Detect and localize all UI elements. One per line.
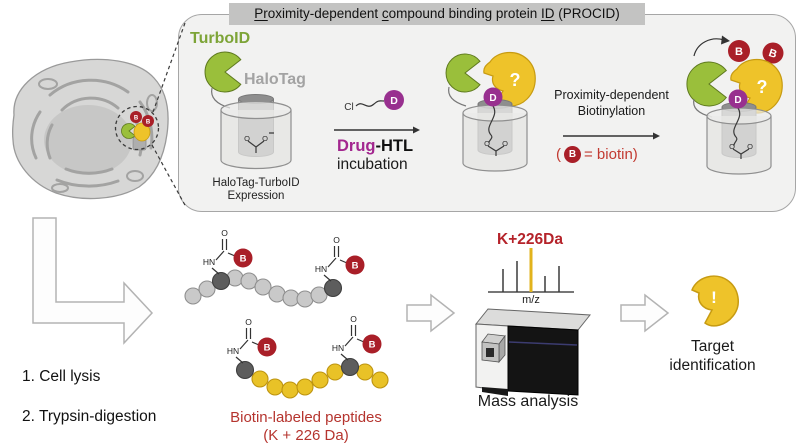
svg-text:O: O xyxy=(484,139,490,148)
biotinylation-arrow xyxy=(563,132,660,140)
title-seg: oximity-dependent xyxy=(267,6,382,21)
yellow-peptide: HN O B HN O B xyxy=(227,314,389,399)
svg-text:B: B xyxy=(240,254,247,265)
linker-line xyxy=(448,86,467,107)
tether-line xyxy=(733,107,741,147)
inlet-box xyxy=(481,333,506,364)
halotag-label: HaloTag xyxy=(244,71,306,88)
biotin-group: HN O B xyxy=(315,235,365,282)
biotin-icon xyxy=(762,42,784,64)
expression-unit: O O xyxy=(204,51,292,170)
turboid-pacman-icon xyxy=(445,53,481,93)
svg-text:O: O xyxy=(245,317,252,327)
svg-text:B: B xyxy=(352,261,359,272)
biotin-group: HN O B xyxy=(227,317,277,364)
drug-htl-label: Drug-HTL xyxy=(337,137,414,155)
ligand-structure: O O xyxy=(729,142,753,159)
svg-text:HN: HN xyxy=(203,257,215,267)
workflow-elbow-arrow xyxy=(32,217,154,345)
modified-lysine xyxy=(323,278,343,298)
ligand-structure: O O xyxy=(484,139,508,156)
biotinylated-unit: B B ? O O D xyxy=(686,35,784,175)
biotin-icon: B xyxy=(564,146,581,163)
callout-circle xyxy=(114,105,160,151)
svg-text:B: B xyxy=(146,120,151,126)
svg-text:D: D xyxy=(489,93,496,104)
biotin-legend: (B= biotin) xyxy=(556,146,638,163)
ligand-structure: O O xyxy=(244,132,274,153)
svg-text:O: O xyxy=(350,314,357,324)
question-mark: ? xyxy=(510,70,521,90)
step-item: 2. Trypsin-digestion xyxy=(22,408,157,425)
svg-text:B: B xyxy=(369,340,376,351)
halotag-cylinder-icon: O O xyxy=(462,99,528,172)
flow-arrow-to-mass xyxy=(406,293,456,333)
tether-line xyxy=(488,105,496,144)
biotinylation-label: Proximity-dependent Biotinylation xyxy=(554,88,669,118)
mass-spectrum xyxy=(488,248,574,293)
identified-target-icon: ! xyxy=(691,275,739,327)
binding-unit: ? O O D xyxy=(445,52,536,172)
svg-text:O: O xyxy=(747,142,753,151)
halotag-cylinder-icon: O O xyxy=(220,94,292,170)
modified-lysine xyxy=(211,271,231,291)
title-seg: c xyxy=(381,6,389,21)
callout-lines xyxy=(151,22,187,208)
drug-icon xyxy=(483,87,503,107)
title-seg: (PROCID) xyxy=(554,6,620,21)
svg-text:O: O xyxy=(729,142,735,151)
nucleus xyxy=(44,105,132,175)
mass-shift-label: K+226Da xyxy=(497,231,563,248)
svg-text:HN: HN xyxy=(315,264,327,274)
turboid-pacman-icon xyxy=(204,51,242,93)
biotin-group: HN O B xyxy=(332,314,382,361)
figure-title: Proximity-dependent compound binding pro… xyxy=(229,3,645,25)
modified-lysine xyxy=(235,360,255,380)
turboid-label: TurboID xyxy=(190,30,251,47)
title-seg: ompound binding protein xyxy=(388,6,541,21)
svg-text:HN: HN xyxy=(227,346,239,356)
halotag-cylinder-icon: O O xyxy=(706,102,772,175)
peptides-caption: Biotin-labeled peptides (K + 226 Da) xyxy=(230,409,382,444)
question-mark: ? xyxy=(757,77,768,97)
svg-text:B: B xyxy=(134,116,139,122)
svg-text:B: B xyxy=(264,343,271,354)
protocol-steps: 1. Cell lysis 2. Trypsin-digestion 3. St… xyxy=(22,347,202,447)
svg-text:O: O xyxy=(502,139,508,148)
cl-label: Cl xyxy=(344,102,353,113)
incubation-label: incubation xyxy=(337,156,408,173)
gray-peptide: HN O B HN O B xyxy=(184,228,365,308)
modified-lysine xyxy=(340,357,360,377)
biotin-group: HN O B xyxy=(203,228,253,275)
target-caption: Target identification xyxy=(669,338,756,374)
biotin-icon xyxy=(728,40,750,62)
step-item: 1. Cell lysis xyxy=(22,368,101,385)
svg-text:D: D xyxy=(734,95,741,106)
turboid-pacman-icon xyxy=(686,61,728,107)
drug-icon xyxy=(728,89,748,109)
flow-arrow-to-target xyxy=(620,293,670,333)
svg-text:O: O xyxy=(244,134,250,143)
mass-analysis-caption: Mass analysis xyxy=(477,393,579,410)
cell-icon: B B xyxy=(11,22,187,208)
mass-spectrometer-icon xyxy=(475,308,591,396)
title-seg: Pr xyxy=(254,6,268,21)
svg-text:B: B xyxy=(735,46,743,58)
title-seg: ID xyxy=(540,6,555,21)
biotinylation-curved-arrow xyxy=(693,38,725,57)
svg-text:HN: HN xyxy=(332,343,344,353)
svg-text:O: O xyxy=(262,134,268,143)
svg-text:O: O xyxy=(221,228,228,238)
svg-text:D: D xyxy=(390,95,398,107)
expression-caption: HaloTag-TurboID Expression xyxy=(212,177,300,202)
drug-htl-molecule-icon: D Cl xyxy=(344,90,404,113)
mini-complex-icon: B B xyxy=(121,111,154,151)
svg-text:B: B xyxy=(767,47,778,61)
svg-text:O: O xyxy=(333,235,340,245)
drug-htl-arrow: D Cl xyxy=(334,90,420,134)
mz-axis-label: m/z xyxy=(522,294,540,306)
exclamation-mark: ! xyxy=(711,288,717,307)
